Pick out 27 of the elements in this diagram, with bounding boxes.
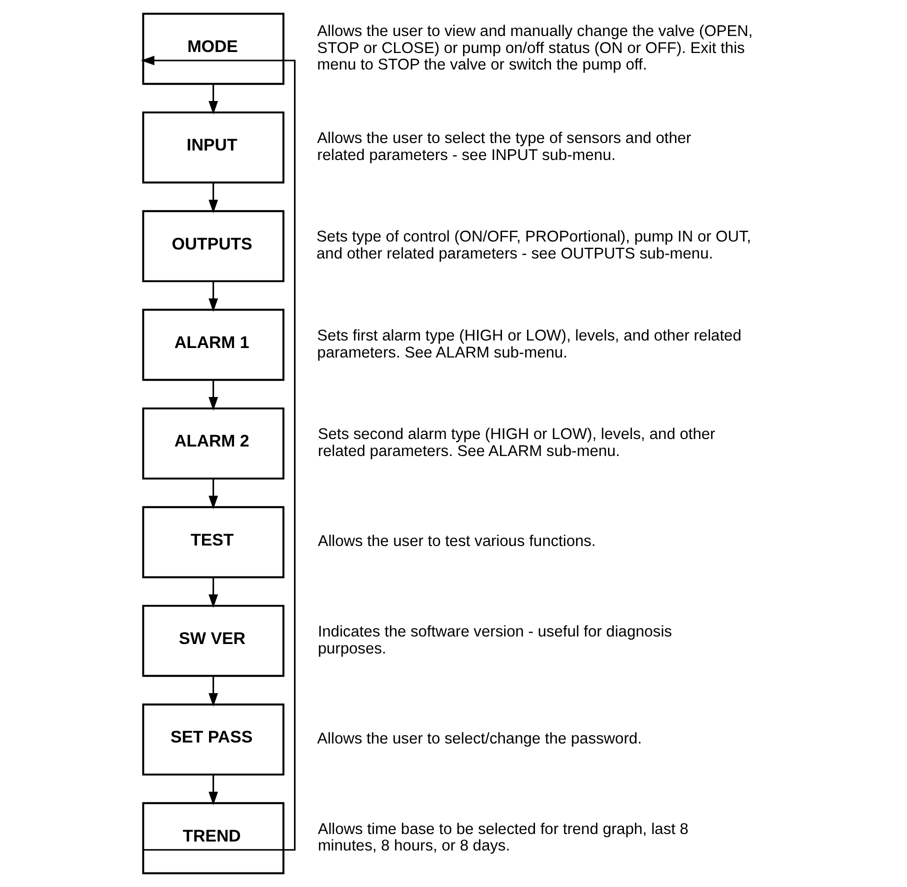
node-box: MODE [142,12,284,85]
arrow [208,676,218,707]
node-box: SET PASS [142,704,284,776]
node-label: Sets first alarm type (HIGH or LOW), levels, and other related parameters. See ALARM sub-menu. [317,327,742,362]
arrow [208,281,218,312]
node-box: OUTPUTS [142,210,284,282]
node-label: Allows the user to test various functions. [318,533,596,550]
arrow [208,182,218,214]
node-label: Allows the user to select the type of sensors and other related parameters - see INPUT sub-menu. [317,130,692,164]
node-label: Sets second alarm type (HIGH or LOW), levels, and other related parameters. See ALARM sub-menu. [318,426,716,460]
node-box: SW VER [142,604,284,677]
node-label: Allows the user to view and manually change the valve (OPEN, STOP or CLOSE) or pump on/off status (ON or OFF). Exit this menu to STOP the valve or switch the pump off. [317,22,753,74]
node-box: TREND [142,802,284,874]
node-label: Allows time base to be selected for trend graph, last 8 minutes, 8 hours, or 8 days. [318,820,688,855]
arrow [208,774,218,806]
node-label: Sets type of control (ON/OFF, PROPortional), pump IN or OUT, and other related parameters - see OUTPUTS sub-menu. [316,228,752,263]
node-box: ALARM 1 [142,308,284,381]
arrow [140,56,296,851]
node-label: Allows the user to select/change the password. [317,730,642,748]
arrow [208,84,218,115]
arrow [208,478,218,510]
node-box: TEST [142,506,284,578]
node-box: ALARM 2 [142,407,284,480]
arrow [208,577,218,608]
arrow [208,380,218,411]
node-label: Indicates the software version - useful for diagnosis purposes. [318,623,672,658]
node-box: INPUT [142,111,284,184]
